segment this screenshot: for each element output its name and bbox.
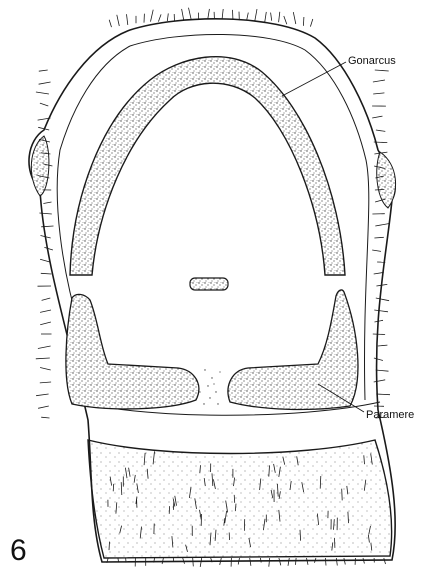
seta — [38, 346, 51, 349]
figure-number: 6 — [10, 534, 27, 567]
seta — [38, 406, 49, 408]
seta — [41, 273, 52, 274]
seta — [255, 9, 257, 21]
median-sclerite — [190, 278, 228, 290]
seta — [36, 92, 49, 94]
seta — [109, 20, 111, 27]
seta — [40, 103, 48, 106]
seta — [40, 368, 51, 371]
paramere-label: Paramere — [366, 409, 414, 421]
seta — [342, 489, 343, 501]
seta — [375, 70, 389, 71]
seta — [234, 495, 235, 503]
seta — [376, 130, 385, 131]
seta — [373, 93, 384, 94]
seta — [39, 82, 51, 84]
seta — [40, 382, 51, 383]
seta — [36, 358, 50, 359]
seta — [376, 394, 390, 395]
seta — [109, 542, 110, 551]
seta — [42, 298, 51, 300]
seta — [182, 9, 184, 20]
seta — [158, 14, 161, 21]
seta — [247, 13, 249, 20]
seta — [36, 394, 49, 396]
seta — [265, 12, 267, 22]
seta — [293, 12, 296, 24]
seta — [378, 345, 388, 346]
seta — [127, 14, 128, 25]
seta — [189, 8, 192, 20]
seta — [167, 13, 168, 21]
seta — [113, 484, 114, 491]
seta — [303, 17, 304, 26]
seta — [373, 80, 385, 82]
ventral-plate — [88, 440, 392, 558]
seta — [208, 9, 210, 19]
seta — [310, 19, 312, 27]
seta — [151, 10, 154, 22]
seta — [39, 70, 48, 71]
seta — [117, 15, 120, 26]
seta — [372, 116, 382, 118]
seta — [376, 370, 389, 371]
seta — [40, 322, 51, 325]
seta — [41, 417, 49, 418]
seta — [222, 9, 223, 19]
seta — [40, 259, 50, 262]
seta — [271, 13, 272, 21]
gonarcus-label: Gonarcus — [348, 55, 396, 67]
seta — [373, 334, 385, 335]
seta — [279, 12, 280, 22]
seta — [40, 310, 51, 312]
seta — [126, 558, 127, 563]
seta — [284, 16, 287, 24]
